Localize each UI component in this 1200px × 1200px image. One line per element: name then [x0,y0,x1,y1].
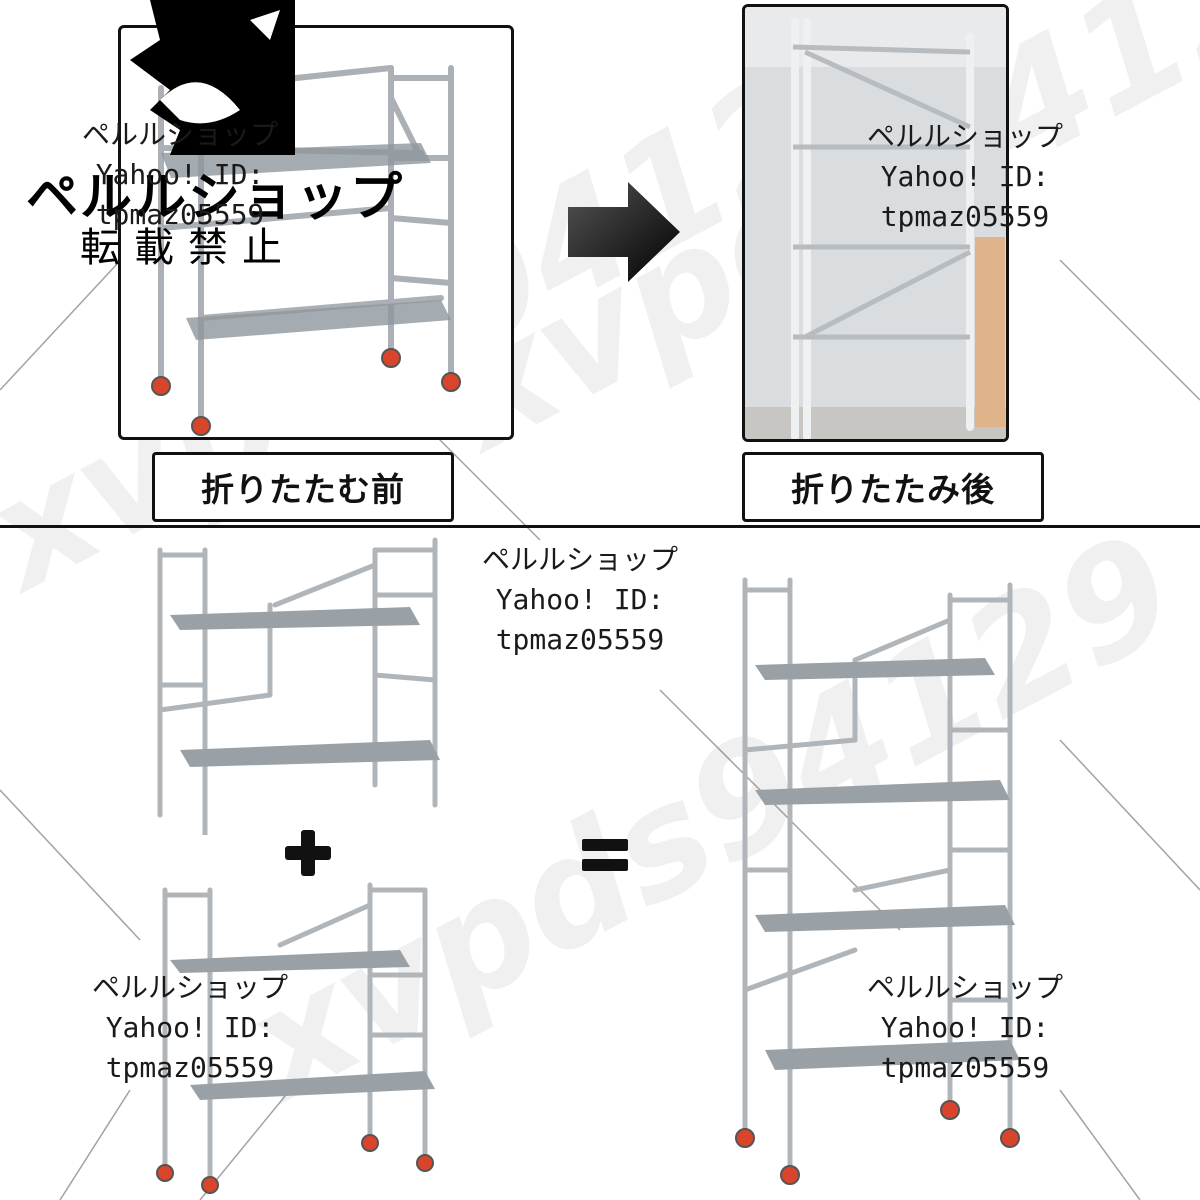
watermark-top-right: ペルルショップ Yahoo! ID: tpmaz05559 [830,117,1100,237]
reprint-prohibited-notice: 転載禁止 [80,225,296,271]
watermark-yahoo-id: Yahoo! ID: [495,583,665,616]
scaffold-module-lower-image [156,882,435,1194]
watermark-shop-name: ペルルショップ [866,971,1063,1004]
watermark-user-id: tpmaz05559 [880,1051,1050,1084]
plus-icon [285,830,331,876]
watermark-user-id: tpmaz05559 [495,623,665,656]
watermark-user-id: tpmaz05559 [880,200,1050,233]
after-fold-photo-frame [742,4,1009,442]
watermark-shop-name: ペルルショップ [91,971,288,1004]
watermark-bottom-right: ペルルショップ Yahoo! ID: tpmaz05559 [830,968,1100,1088]
equals-icon [582,839,628,871]
before-fold-label: 折りたたむ前 [152,452,454,522]
arrow-right-icon [568,182,680,282]
watermark-yahoo-id: Yahoo! ID: [105,1011,275,1044]
watermark-user-id: tpmaz05559 [95,198,265,231]
watermark-yahoo-id: Yahoo! ID: [95,158,265,191]
watermark-yahoo-id: Yahoo! ID: [880,1011,1050,1044]
after-fold-label: 折りたたみ後 [742,452,1044,522]
watermark-bottom-left: ペルルショップ Yahoo! ID: tpmaz05559 [55,968,325,1088]
watermark-shop-name: ペルルショップ [81,118,278,151]
section-divider [0,525,1200,528]
watermark-shop-name: ペルルショップ [866,120,1063,153]
scaffold-folded-image [745,7,1006,439]
scaffold-combined-image [735,577,1020,1185]
watermark-center: ペルルショップ Yahoo! ID: tpmaz05559 [445,540,715,660]
watermark-yahoo-id: Yahoo! ID: [880,160,1050,193]
shop-name-banner: ペルルショップ [25,168,404,228]
shop-logo-icon [130,0,295,155]
watermark-user-id: tpmaz05559 [105,1051,275,1084]
watermark-shop-name: ペルルショップ [481,543,678,576]
watermark-top-left: ペルルショップ Yahoo! ID: tpmaz05559 [50,115,310,235]
scaffold-module-upper-image [157,537,440,835]
